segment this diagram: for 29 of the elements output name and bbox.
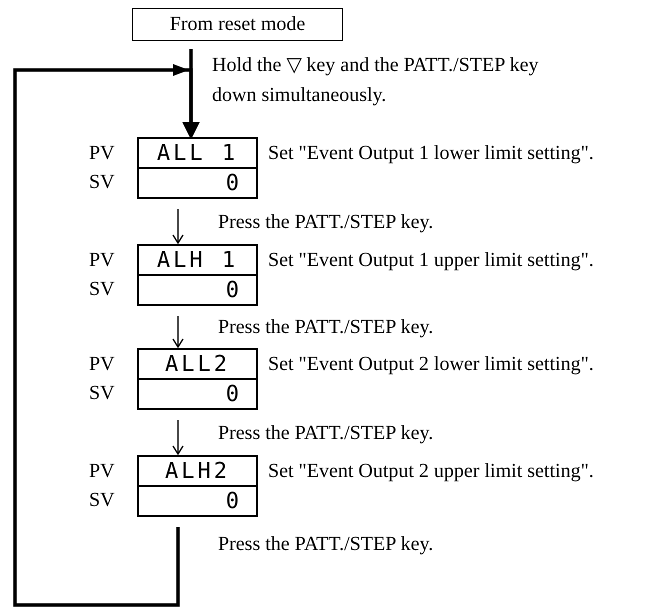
pv-label: PV <box>89 460 115 482</box>
step-description: Set "Event Output 1 lower limit setting". <box>268 142 594 164</box>
lcd-display <box>137 244 258 306</box>
arrow <box>172 316 184 348</box>
sv-label: SV <box>89 382 115 404</box>
sv-reading: 0 <box>224 380 243 408</box>
arrow <box>172 420 184 455</box>
arrow <box>13 64 200 607</box>
sv-reading: 0 <box>224 488 243 515</box>
step-description: Set "Event Output 2 upper limit setting". <box>268 460 594 482</box>
mode-box: From reset mode <box>132 8 343 41</box>
pv-label: PV <box>89 249 115 271</box>
sv-label: SV <box>89 489 115 511</box>
sv-label: SV <box>89 278 115 300</box>
pv-reading: ALL 1 <box>139 139 256 169</box>
step-description: Set "Event Output 1 upper limit setting". <box>268 249 594 271</box>
lcd-display <box>137 455 258 517</box>
pv-label: PV <box>89 353 115 375</box>
pv-reading: ALH 1 <box>139 246 256 276</box>
lcd-display <box>137 137 258 199</box>
pv-reading: ALL2 <box>139 350 256 380</box>
sv-reading: 0 <box>224 170 243 197</box>
sv-reading: 0 <box>224 276 243 304</box>
pv-label: PV <box>89 142 115 164</box>
sv-label: SV <box>89 171 115 193</box>
step-description: Set "Event Output 2 lower limit setting". <box>268 353 594 375</box>
lcd-display <box>137 348 258 410</box>
arrow <box>172 209 184 244</box>
pv-reading: ALH2 <box>139 457 256 487</box>
